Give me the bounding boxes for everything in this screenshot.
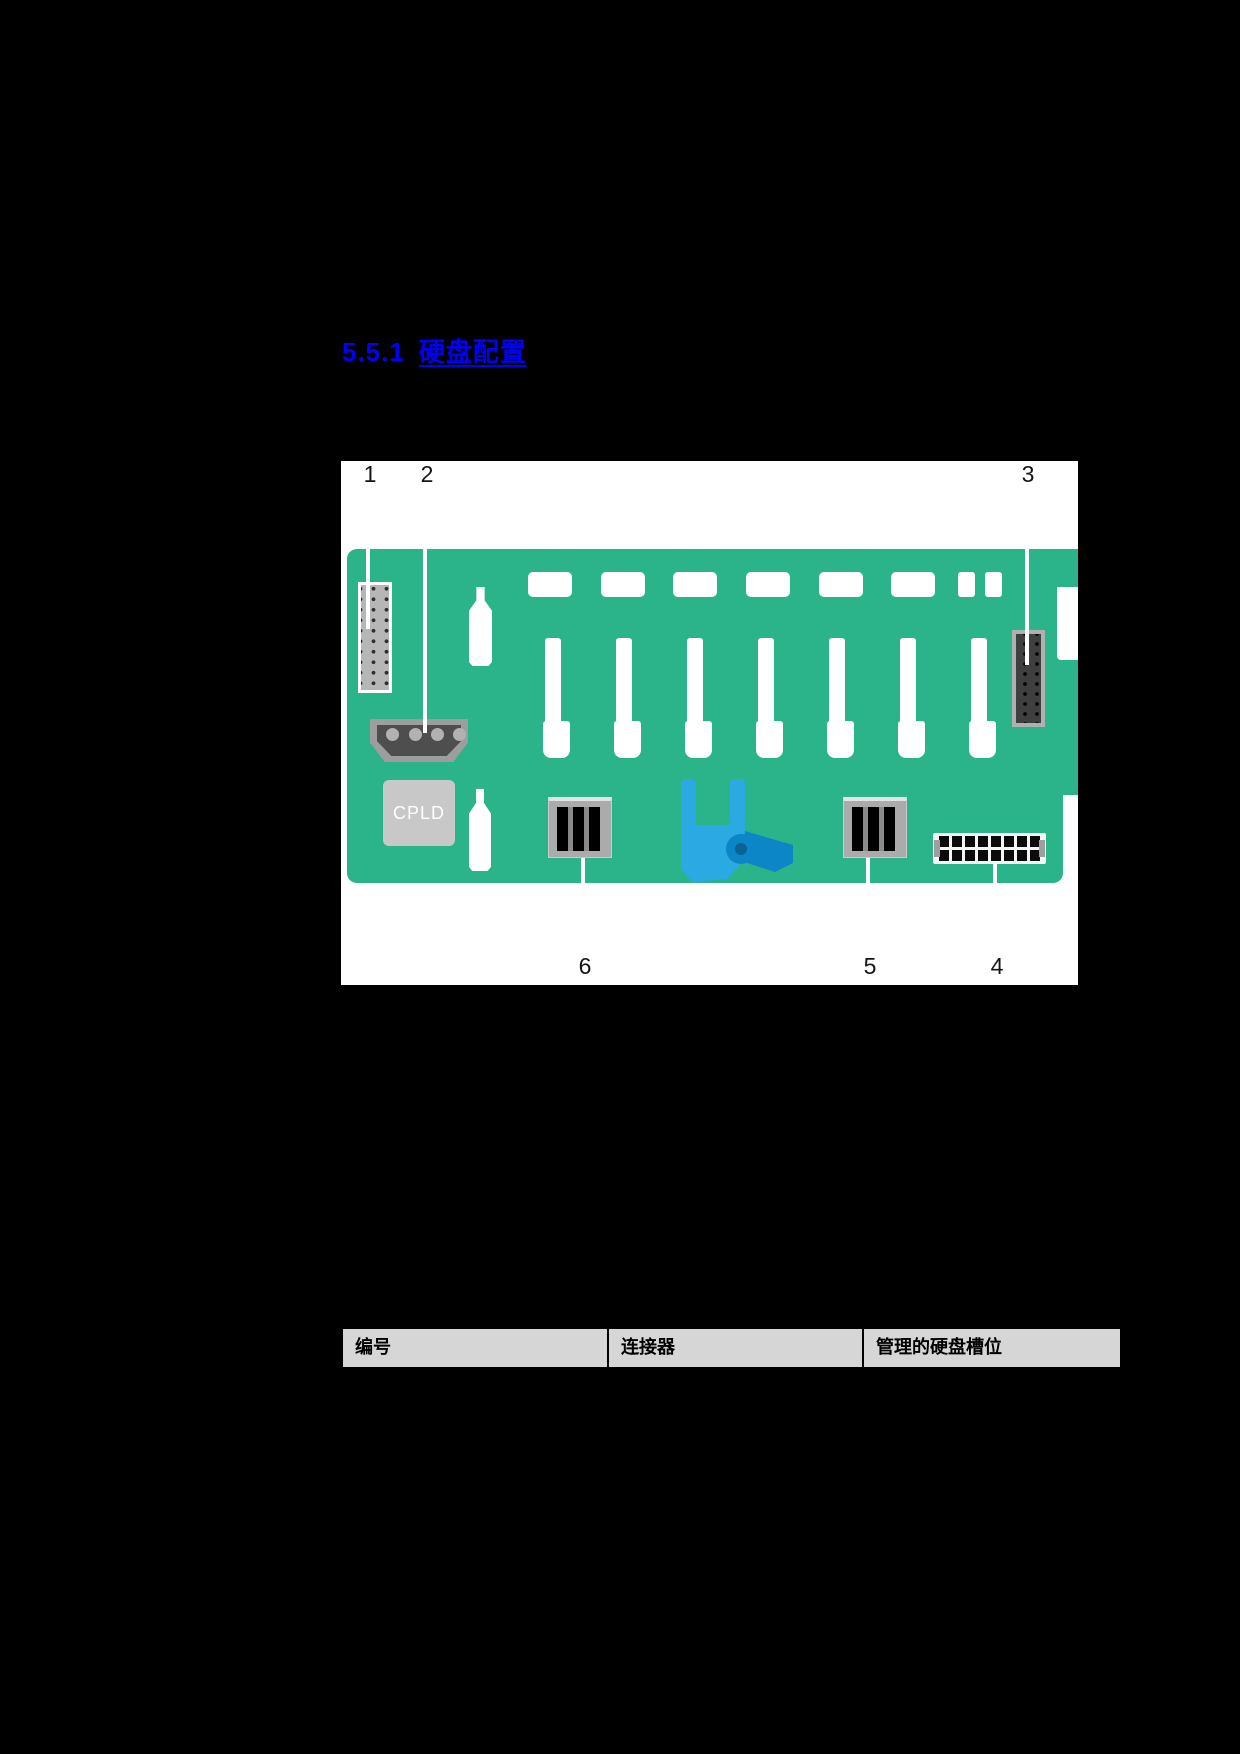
power-connector-4-pins	[939, 836, 1040, 861]
section-heading: 5.5.1 硬盘配置	[342, 332, 527, 369]
callout-line-3	[1025, 487, 1029, 665]
callout-line-6	[581, 858, 585, 950]
callout-label-2: 2	[420, 461, 434, 487]
power-pin	[453, 728, 466, 741]
section-number: 5.5.1	[342, 337, 405, 367]
callout-label-1: 1	[363, 461, 377, 487]
callout-line-5	[866, 858, 870, 950]
vertical-slot-cutout	[687, 638, 703, 736]
board-edge-notch	[1057, 587, 1078, 660]
vertical-slot-cutout	[829, 638, 845, 736]
pin-header-connector-3	[1012, 630, 1045, 727]
callout-label-3: 3	[1021, 461, 1035, 487]
vertical-slot-foot	[685, 721, 712, 758]
table-header-connector: 连接器	[609, 1329, 864, 1367]
connector-table-header: 编号 连接器 管理的硬盘槽位	[341, 1327, 1122, 1369]
power-connector-4	[933, 833, 1046, 864]
callout-label-4: 4	[990, 953, 1004, 979]
backplane-figure: 1 2 3	[341, 461, 1078, 985]
power-pin	[386, 728, 399, 741]
table-header-number: 编号	[343, 1329, 609, 1367]
callout-line-2	[423, 487, 427, 733]
cpld-chip: CPLD	[383, 780, 455, 846]
power-pin	[409, 728, 422, 741]
vertical-slot-foot	[614, 721, 641, 758]
guide-pin-cutout	[469, 789, 491, 871]
vertical-slot-foot	[827, 721, 854, 758]
drive-slot-cutout	[746, 572, 790, 597]
guide-pin-cutout	[469, 587, 492, 666]
pin-header-connector-3-pins	[1016, 634, 1041, 723]
slimline-connector-5	[843, 797, 907, 858]
table-header-managed-slots: 管理的硬盘槽位	[876, 1337, 1002, 1357]
vertical-slot-foot	[543, 721, 570, 758]
vertical-slot-cutout	[545, 638, 561, 736]
vertical-slot-cutout	[900, 638, 916, 736]
vertical-slot-foot	[756, 721, 783, 758]
drive-slot-cutout	[985, 572, 1002, 597]
slimline-connector-5-slots	[852, 807, 895, 851]
release-clip	[681, 779, 793, 882]
callout-line-1	[366, 487, 370, 629]
drive-slot-cutout	[819, 572, 863, 597]
vertical-slot-cutout	[616, 638, 632, 736]
drive-slot-cutout	[958, 572, 975, 597]
drive-slot-cutout	[601, 572, 645, 597]
callout-label-5: 5	[863, 953, 877, 979]
drive-slot-cutout	[528, 572, 572, 597]
callout-label-6: 6	[578, 953, 592, 979]
slimline-connector-6-slots	[557, 807, 600, 851]
vertical-slot-foot	[898, 721, 925, 758]
connector-side-tab	[1039, 840, 1045, 857]
vertical-slot-cutout	[971, 638, 987, 736]
pin-header-connector-1	[358, 582, 392, 693]
power-connector-2	[370, 719, 468, 762]
connector-side-tab	[934, 840, 940, 857]
section-title-link[interactable]: 硬盘配置	[418, 337, 527, 367]
callout-line-4	[993, 864, 997, 950]
vertical-slot-cutout	[758, 638, 774, 736]
drive-slot-cutout	[891, 572, 935, 597]
drive-slot-cutout	[673, 572, 717, 597]
vertical-slot-foot	[969, 721, 996, 758]
slimline-connector-6	[548, 797, 612, 858]
power-pin	[431, 728, 444, 741]
